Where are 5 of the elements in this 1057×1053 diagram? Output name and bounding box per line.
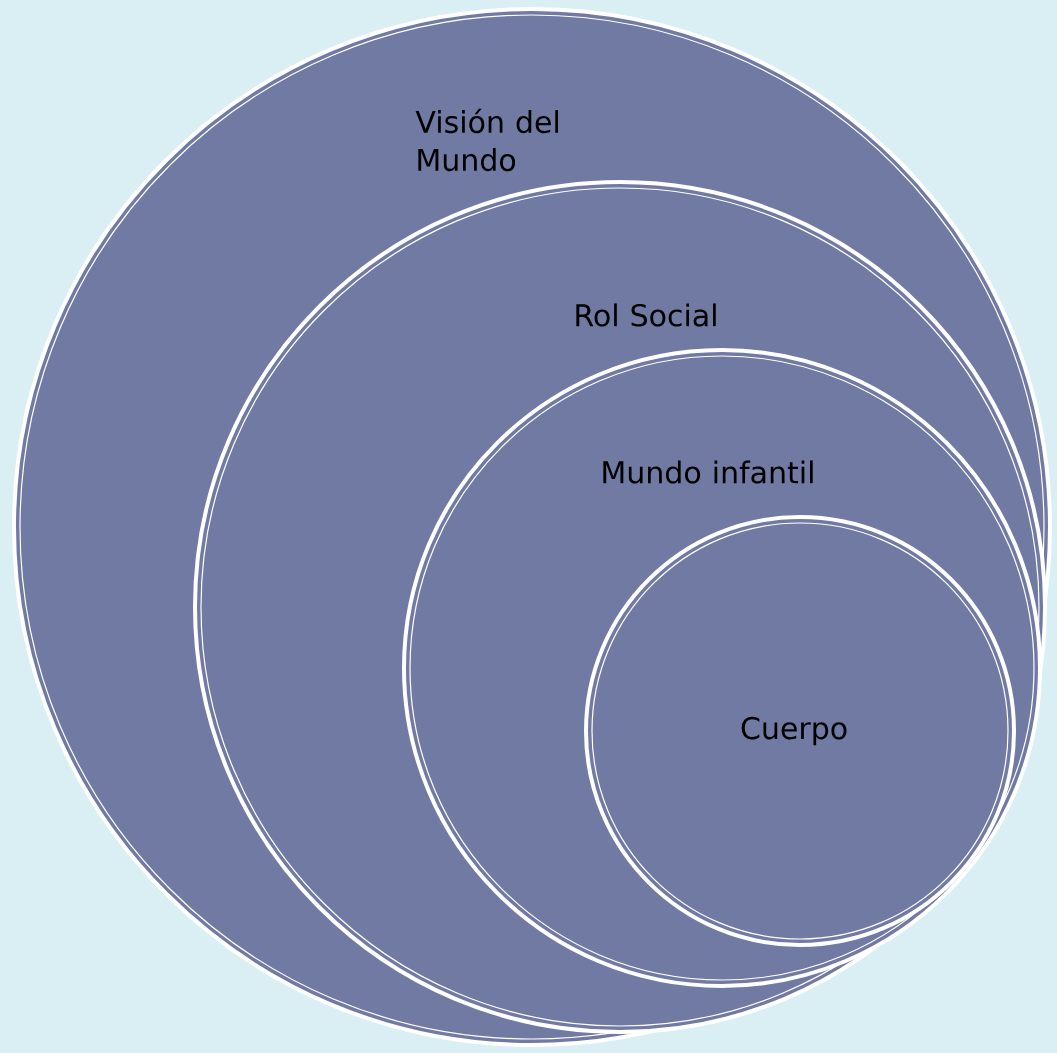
circle-label: Mundo infantil [603, 460, 813, 484]
circle-label: Cuerpo [741, 716, 847, 746]
circle-label: Visión del Mundo [415, 108, 558, 172]
circle-label: Rol Social [576, 303, 716, 327]
circle [584, 515, 1016, 947]
